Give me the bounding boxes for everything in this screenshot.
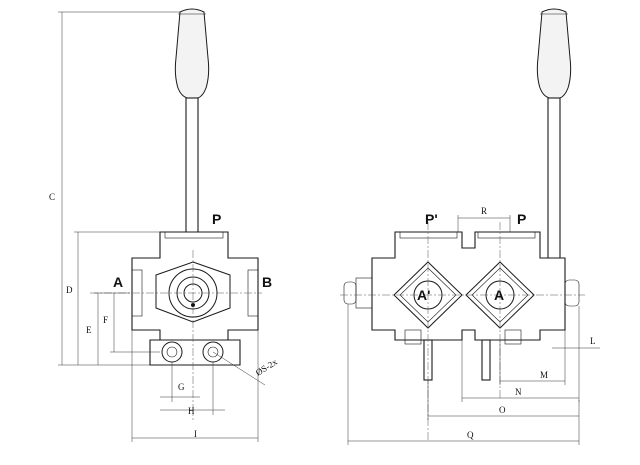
left-port-B-label: B (262, 274, 272, 290)
right-handle-knob (536, 8, 572, 99)
dim-D-label: D (66, 285, 73, 295)
dim-L-label: L (590, 336, 596, 346)
dim-H-label: H (188, 406, 195, 416)
right-lever-rod (547, 97, 561, 281)
right-port-Aprime-label: A' (417, 287, 430, 303)
dim-S-label: ØS-2x (254, 356, 280, 377)
dim-G-label: G (178, 382, 185, 392)
right-valve-body (371, 231, 566, 341)
left-valve-body (131, 231, 259, 341)
dim-E-label: E (86, 325, 92, 335)
dim-F-label: F (103, 315, 108, 325)
right-view: P' P A' A R L M N O Q (340, 8, 600, 445)
right-port-A-label: A (494, 287, 504, 303)
left-port-A-label: A (113, 274, 123, 290)
left-port-P-label: P (212, 211, 221, 227)
dim-Q-label: Q (467, 430, 474, 440)
left-handle-knob (174, 8, 210, 99)
dim-M-label: M (540, 370, 548, 380)
dim-R-label: R (481, 206, 487, 216)
dim-O-label: O (499, 405, 506, 415)
left-view: P A B C D E F G H I ØS-2x (49, 8, 280, 442)
dim-I-label: I (194, 429, 197, 439)
right-port-P-label: P (517, 211, 526, 227)
dim-C-label: C (49, 192, 55, 202)
dim-N-label: N (515, 387, 522, 397)
right-port-Pprime-label: P' (425, 211, 438, 227)
